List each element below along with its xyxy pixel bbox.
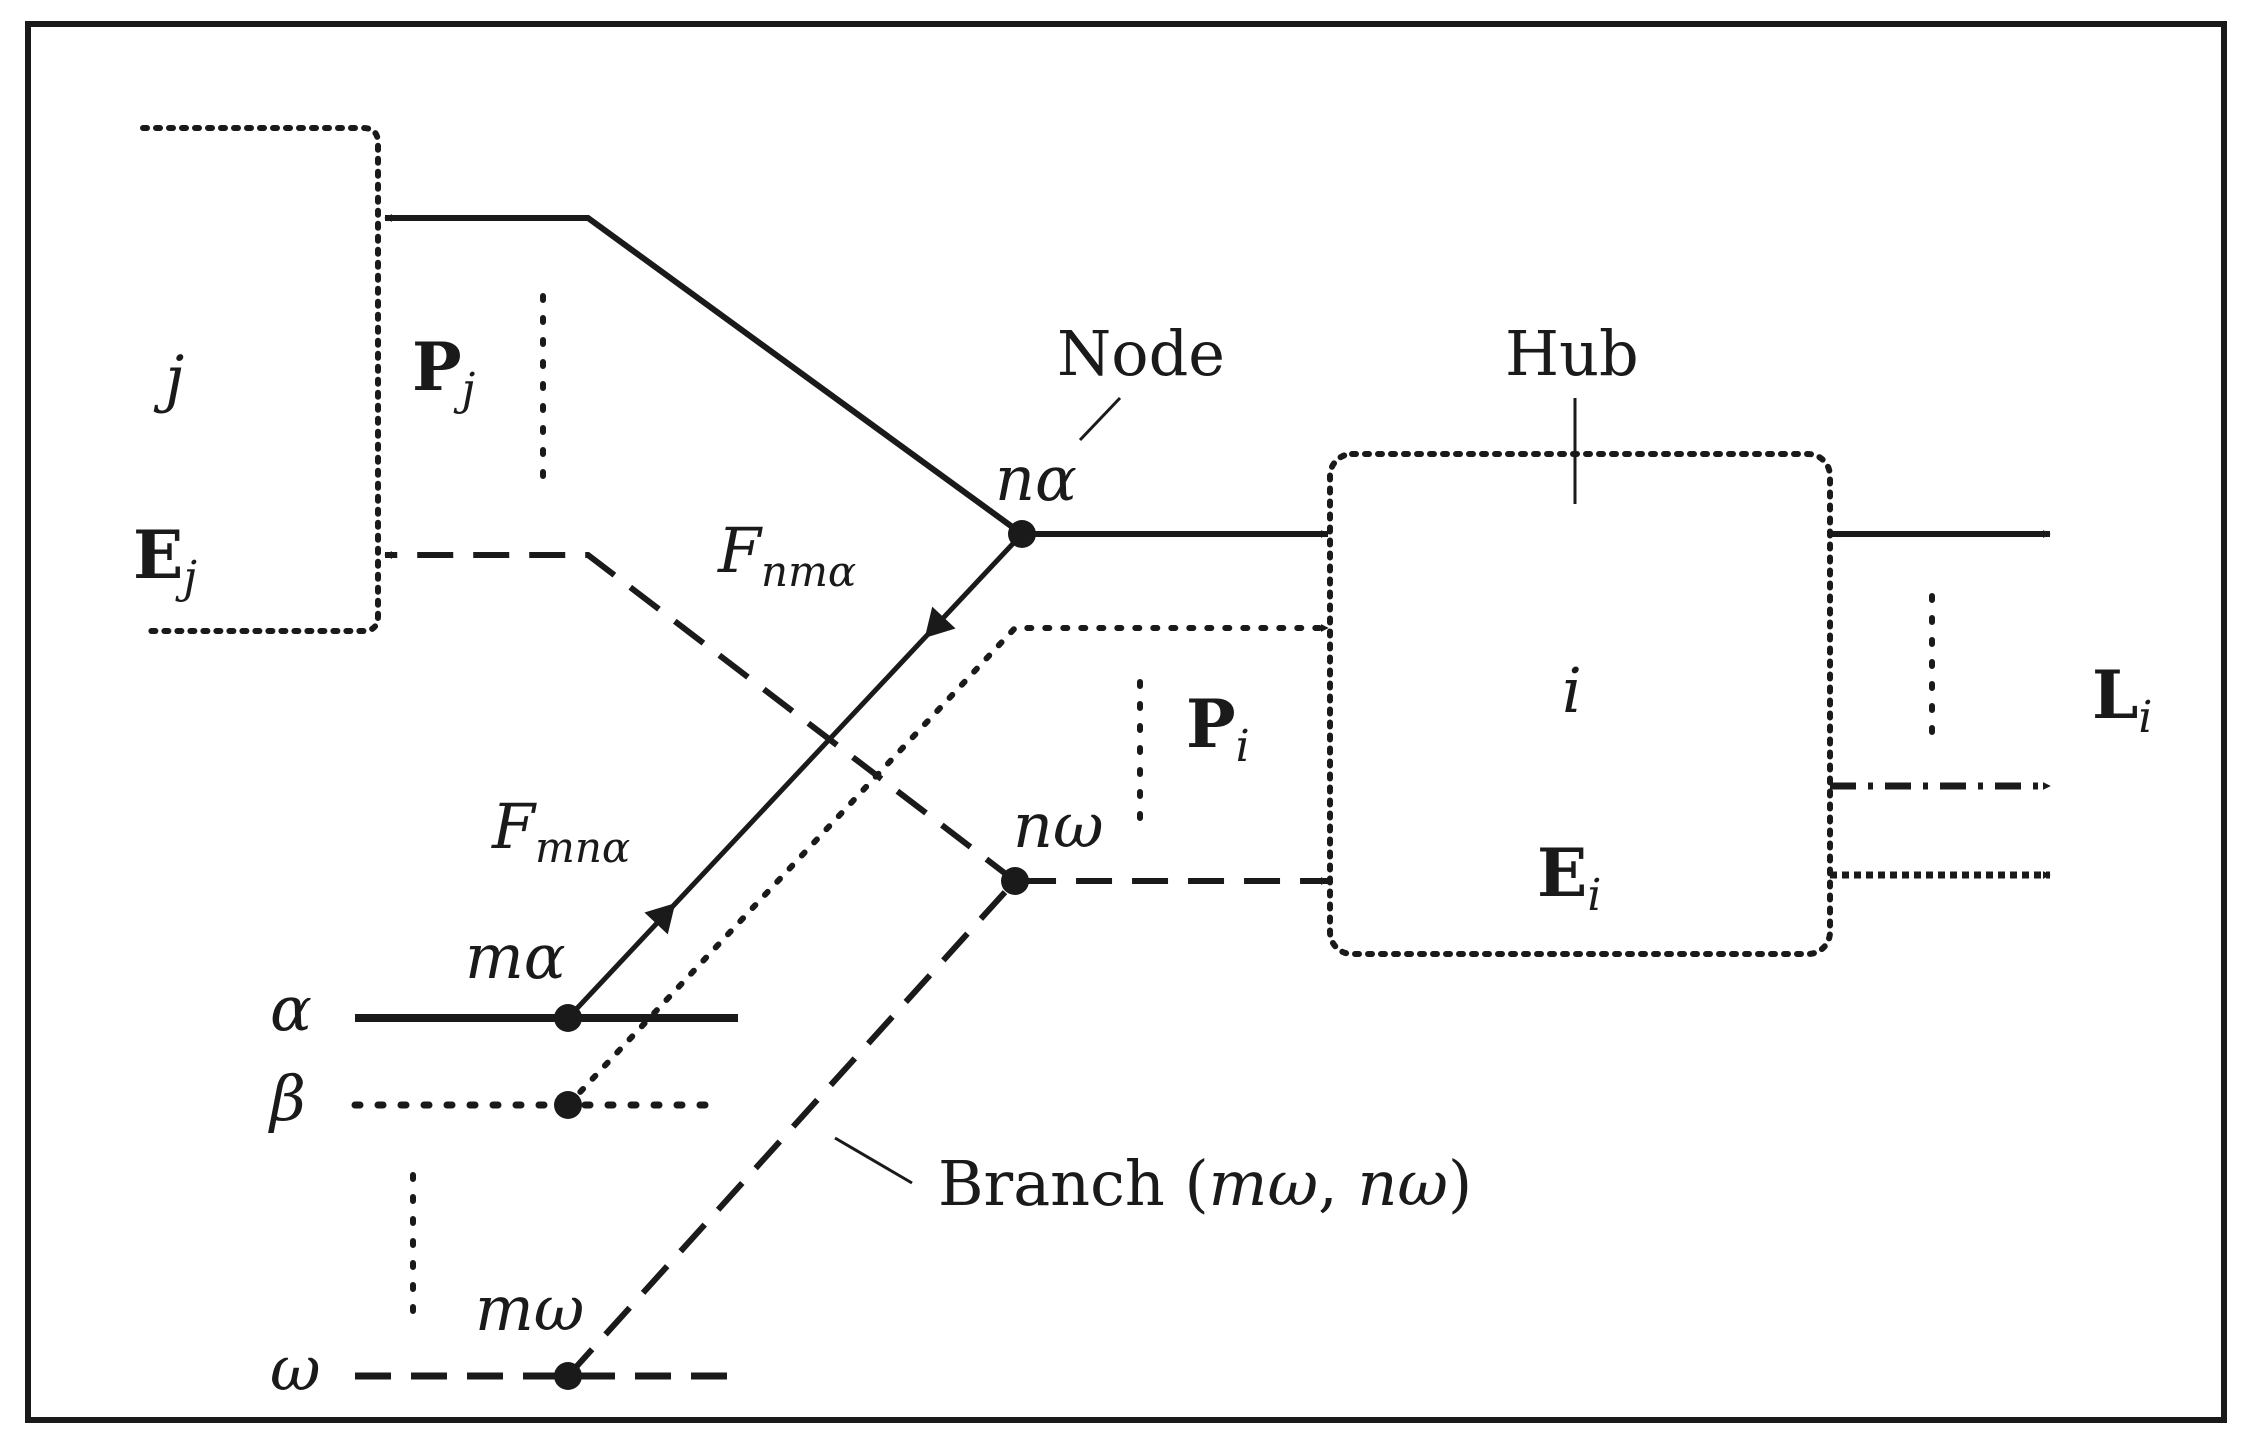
hub-j-box <box>140 125 381 634</box>
branch-alpha-line <box>566 532 1024 1020</box>
flow-mn-arrowhead <box>644 903 676 935</box>
node-m-omega-label: mω <box>475 1272 584 1345</box>
branch-callout-leader <box>834 1136 913 1185</box>
beta-branch-line <box>565 624 1331 1108</box>
node-callout-leader <box>1078 396 1122 442</box>
carrier-beta-label: β <box>268 1062 306 1135</box>
branch-callout-label: Branch (mω, nω) <box>938 1147 1472 1220</box>
hub-i-label: i <box>1562 654 1582 727</box>
hub-j-label: j <box>153 342 184 415</box>
hub-i-export-label: Ei <box>1537 834 1601 921</box>
hub-i-box <box>1327 451 1833 957</box>
node-callout-label: Node <box>1057 317 1225 390</box>
carrier-omega-label: ω <box>270 1332 321 1405</box>
hub-j-export-label: Ej <box>133 516 197 603</box>
carrier-alpha-label: α <box>270 972 312 1045</box>
node-n-omega-dot <box>1001 867 1029 895</box>
export-line-to-hub-j <box>384 551 1017 884</box>
hub-j-power-label: Pj <box>412 328 475 415</box>
flow-nm-arrowhead <box>924 606 956 638</box>
hub-callout-label: Hub <box>1505 317 1639 390</box>
node-n-omega-label: nω <box>1013 789 1104 862</box>
node-m-omega-dot <box>554 1362 582 1390</box>
hub-i-power-label: Pi <box>1186 685 1250 772</box>
hub-i-load-label: Li <box>2092 656 2152 743</box>
power-line-to-hub-j <box>384 214 1024 537</box>
omega-branch-line <box>565 877 1329 1379</box>
figure-frame <box>25 21 2227 1423</box>
node-m-alpha-dot <box>554 1004 582 1032</box>
node-m-alpha-label: mα <box>465 920 566 993</box>
flow-nm-label: Fnmα <box>717 514 856 596</box>
flow-mn-label: Fmnα <box>491 790 630 872</box>
node-n-alpha-dot <box>1008 520 1036 548</box>
node-m-beta-dot <box>554 1091 582 1119</box>
node-n-alpha-label: nα <box>995 442 1077 515</box>
